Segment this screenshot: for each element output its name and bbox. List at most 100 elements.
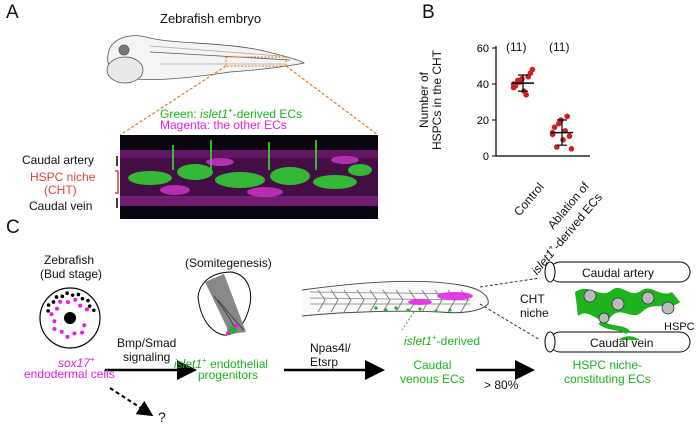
- somitogenesis-embryo: [197, 271, 252, 336]
- y-tick-label: 0: [483, 151, 489, 163]
- data-point: [523, 92, 529, 98]
- data-point: [566, 133, 573, 139]
- label-islet1-progenitors: islet1+ endothelial: [174, 356, 269, 371]
- somite-chevron: [460, 289, 469, 313]
- data-point: [515, 77, 521, 84]
- somite-chevron: [356, 289, 365, 313]
- cell-dot: [86, 298, 90, 303]
- data-point: [549, 131, 556, 138]
- label-question: ?: [158, 409, 166, 425]
- cell-dot: [87, 304, 92, 308]
- cell-dot: [70, 293, 75, 297]
- data-point: [558, 117, 564, 123]
- data-point: [568, 146, 575, 152]
- label-islet1-derived: islet1+-derived: [404, 333, 481, 348]
- label-bmp-line2: signaling: [122, 350, 171, 364]
- somite-chevron: [382, 289, 391, 313]
- sox17-cell-dot: [49, 312, 54, 317]
- data-point: [560, 137, 566, 143]
- cell-dot: [91, 308, 96, 313]
- cell-dot: [46, 303, 51, 307]
- data-point: [519, 75, 525, 82]
- label-hspc-c: HSPC: [664, 321, 695, 333]
- data-point: [527, 70, 534, 76]
- cell-dot: [76, 292, 81, 297]
- label-sox17: sox17+: [58, 355, 95, 370]
- label-caudal: Caudal: [413, 358, 452, 372]
- data-point: [556, 120, 562, 127]
- sox17-cell-dot: [72, 331, 77, 336]
- legend-green: Green: islet1+-derived ECs: [160, 106, 303, 121]
- y-axis-label: Number of HSPCs in the CHT: [417, 40, 444, 160]
- y-tick-label: 40: [477, 79, 489, 91]
- panel-label-b: B: [422, 2, 435, 23]
- sox17-cell-dot: [78, 303, 83, 308]
- legend-magenta: Magenta: the other ECs: [160, 118, 287, 132]
- sox17-cell-dot: [52, 319, 57, 324]
- sox17-cell-dot: [65, 334, 70, 339]
- y-tick-label: 60: [477, 43, 489, 55]
- sox17-cell-dot: [73, 297, 78, 302]
- label-caudal-vein-c: Caudal vein: [590, 336, 654, 350]
- sox17-cell-dot: [65, 300, 70, 305]
- y-tick-label: 20: [477, 115, 489, 127]
- data-point: [529, 66, 536, 73]
- data-point: [549, 129, 556, 136]
- fluorescence-image: [120, 135, 378, 219]
- y-axis-label-line2: HSPCs in the CHT: [430, 49, 444, 151]
- cell-dot: [60, 294, 65, 299]
- label-somitogenesis: (Somitegenesis): [185, 256, 272, 270]
- data-point: [525, 74, 531, 80]
- cell-dot: [51, 300, 56, 304]
- label-npas-line1: Npas4l/: [310, 341, 351, 355]
- label-hspc-niche-line2: constituting ECs: [564, 372, 651, 386]
- label-zebrafish: Zebrafish: [44, 253, 95, 267]
- data-point: [510, 84, 517, 91]
- data-point: [562, 128, 568, 134]
- sox17-cell-dot: [80, 330, 85, 335]
- sox17-cell-dot: [58, 299, 63, 304]
- cht-region-box: [225, 56, 287, 67]
- panel-label-a: A: [6, 2, 19, 23]
- somite-chevron: [317, 289, 326, 313]
- category-label-control: Control: [511, 180, 547, 219]
- data-point: [521, 88, 527, 94]
- panel-label-c: C: [6, 217, 20, 238]
- label-caudal-artery: Caudal artery: [22, 153, 95, 167]
- somite-chevron: [421, 289, 430, 313]
- label-bmp-line1: Bmp/Smad: [117, 336, 177, 350]
- sox17-cell-dot: [52, 326, 57, 331]
- label-npas: Npas4l/ Etsrp: [310, 341, 351, 369]
- data-point: [564, 113, 570, 120]
- bud-stage-embryo: [39, 287, 101, 349]
- label-progenitors: progenitors: [198, 368, 259, 382]
- label-niche-c: niche: [520, 306, 549, 320]
- n-label-control: (11): [506, 40, 527, 54]
- label-caudal-vein: Caudal vein: [29, 199, 93, 213]
- label-npas-line2: Etsrp: [310, 355, 339, 369]
- embryo-title: Zebrafish embryo: [160, 11, 262, 26]
- tail-sketch: [301, 280, 489, 317]
- sox17-cell-dot: [82, 323, 87, 328]
- label-bud-stage: (Bud stage): [40, 267, 103, 281]
- label-caudal-venous: Caudal venous ECs: [400, 358, 465, 386]
- data-point: [554, 144, 560, 150]
- somite-chevron: [369, 289, 378, 313]
- label-80-percent: > 80%: [484, 378, 519, 392]
- label-caudal-artery-c: Caudal artery: [582, 266, 655, 280]
- cell-dot: [54, 295, 59, 299]
- label-hspc-niche: HSPC niche: [30, 170, 96, 184]
- cell-dot: [65, 291, 69, 295]
- cell-dot: [80, 296, 85, 301]
- zebrafish-embryo-sketch: [106, 35, 305, 84]
- sox17-cell-dot: [59, 329, 64, 334]
- sox17-cell-dot: [54, 306, 59, 311]
- somite-chevron: [330, 289, 339, 313]
- somite-chevron: [343, 289, 352, 313]
- label-endodermal: endodermal cells: [24, 367, 115, 381]
- somite-chevron: [395, 289, 404, 313]
- data-point: [512, 83, 519, 89]
- label-hspc-niche-line1: HSPC niche-: [572, 358, 643, 372]
- label-venous-ecs: venous ECs: [400, 372, 465, 386]
- label-cht: (CHT): [44, 183, 77, 197]
